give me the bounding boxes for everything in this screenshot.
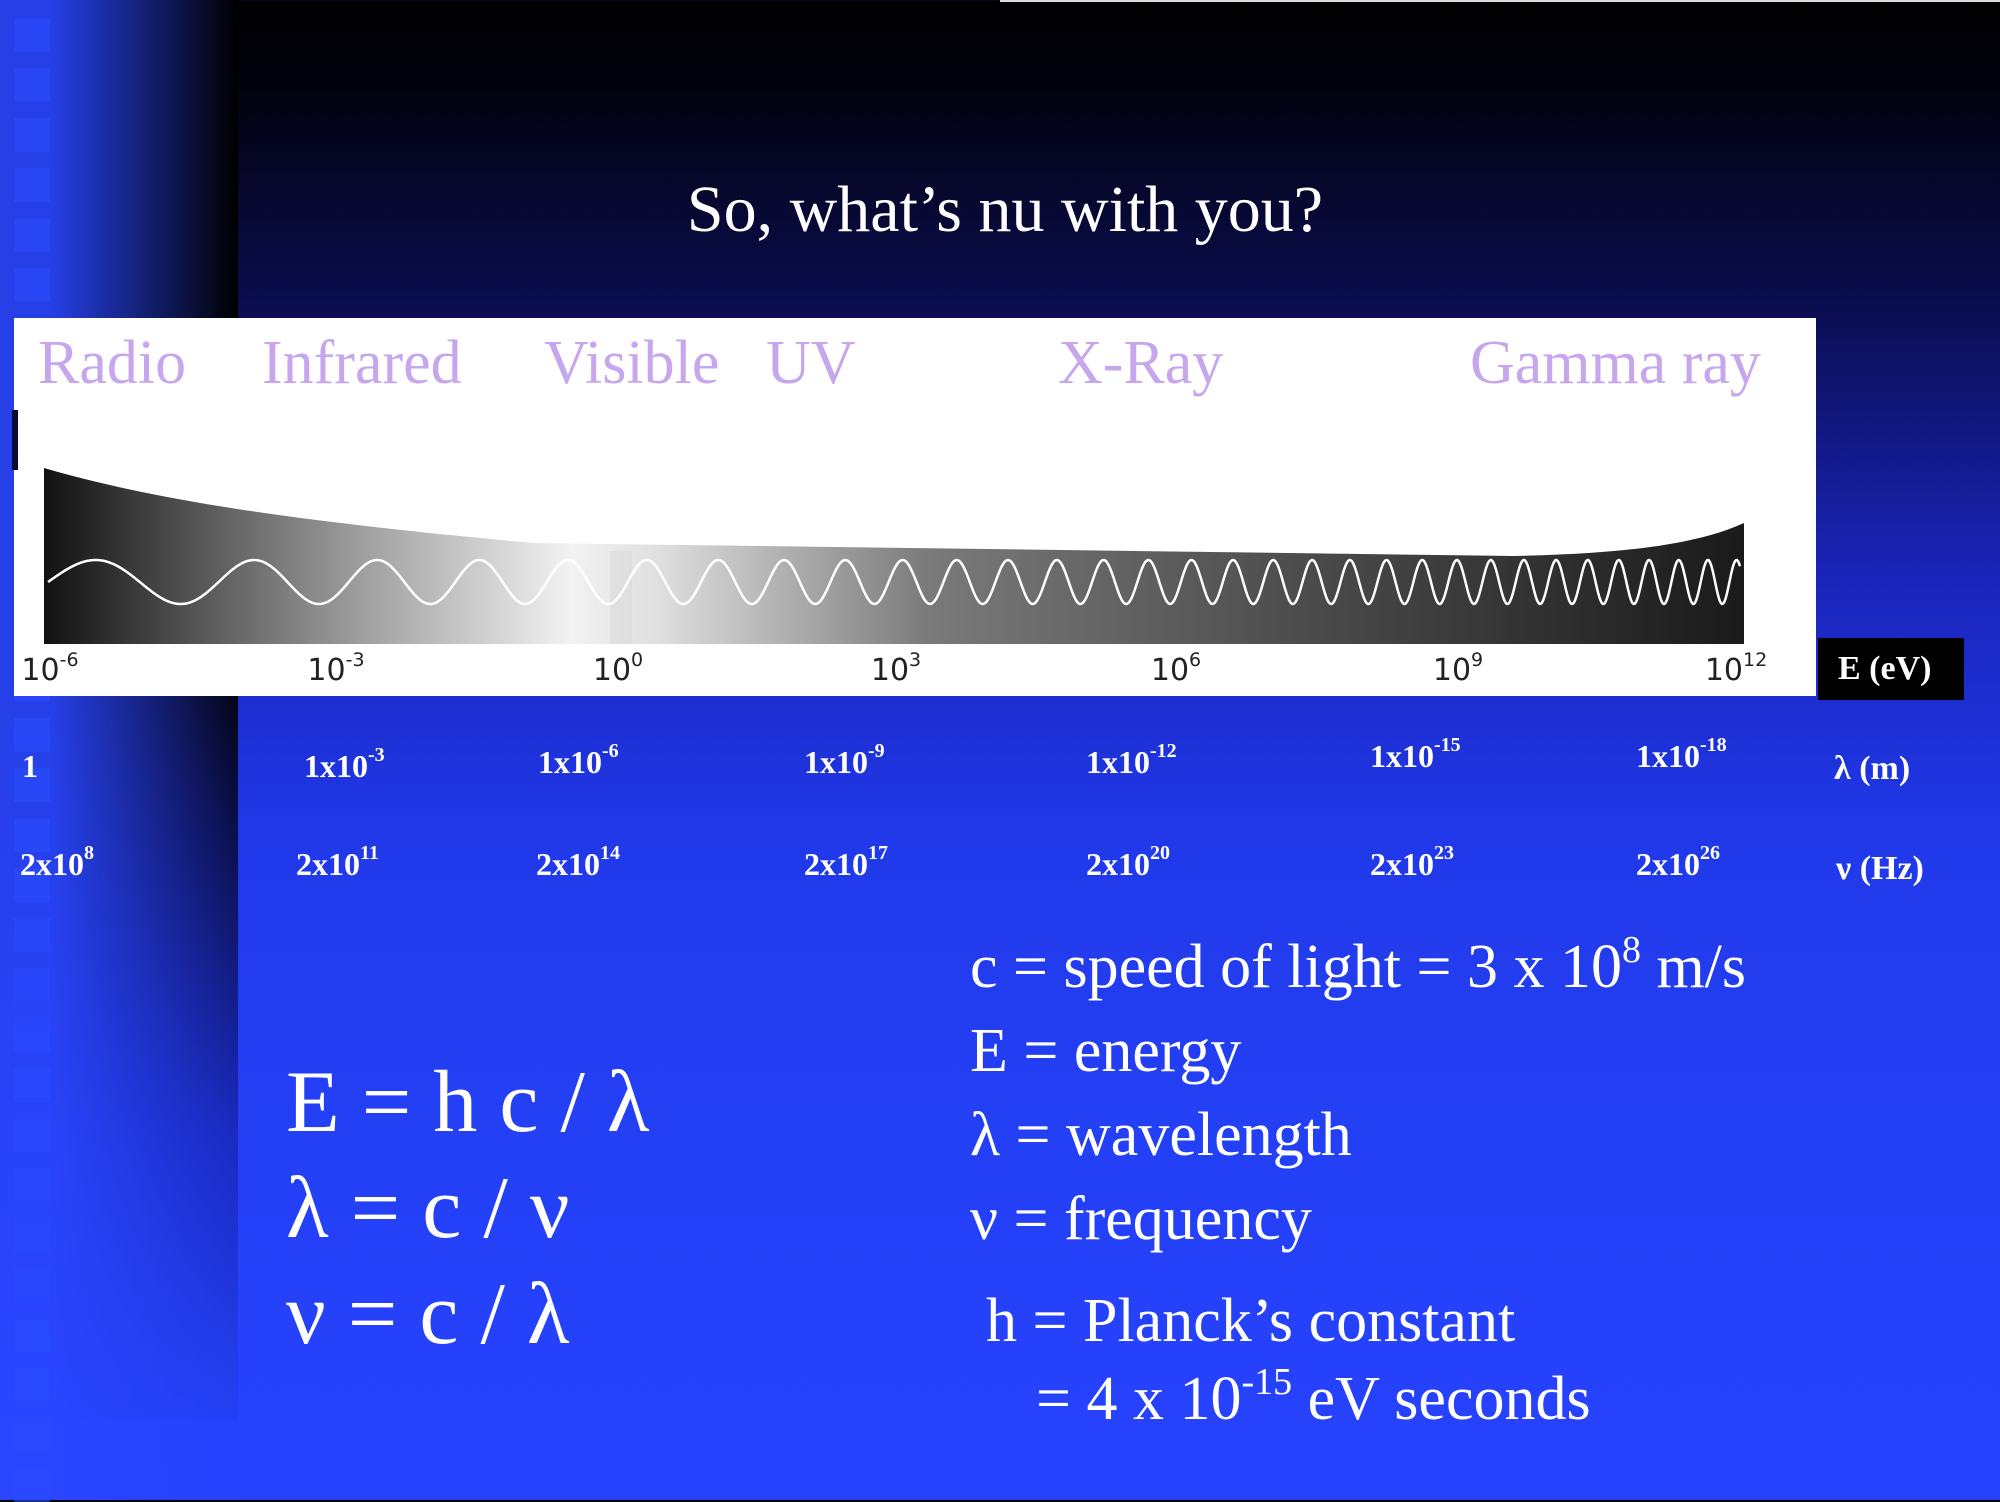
definition-energy: E = energy — [970, 1017, 1242, 1085]
definition-wavelength: λ = wavelength — [970, 1101, 1352, 1169]
decor-square — [14, 1368, 50, 1402]
decor-square — [14, 18, 50, 52]
wavelength-value: 1x10-15 — [1370, 734, 1461, 774]
decor-square — [14, 768, 50, 802]
decor-square — [14, 1418, 50, 1452]
band-label-xray: X-Ray — [1058, 329, 1224, 397]
frequency-value: 2x1011 — [296, 842, 379, 882]
decor-square — [14, 818, 50, 852]
wavelength-value: 1x10-12 — [1086, 740, 1177, 780]
frequency-value: 2x1017 — [804, 842, 888, 882]
wavelength-value: 1x10-6 — [538, 740, 619, 780]
band-label-radio: Radio — [38, 329, 187, 397]
energy-unit-label: E (eV) — [1838, 650, 1932, 687]
decor-square — [14, 1168, 50, 1202]
frequency-value: 2x108 — [20, 842, 94, 882]
band-label-infrared: Infrared — [262, 329, 462, 397]
frequency-unit-label: ν (Hz) — [1836, 850, 1924, 887]
spectrum-wave-graphic — [44, 468, 1744, 644]
wavelength-unit-label: λ (m) — [1834, 750, 1911, 787]
spectrum-wave — [47, 558, 1742, 606]
energy-unit-box — [1818, 638, 1964, 700]
formula-wavelength: λ = c / ν — [286, 1160, 570, 1257]
decor-square — [14, 218, 50, 252]
decor-square — [14, 1318, 50, 1352]
decor-square — [14, 718, 50, 752]
definition-planck: h = Planck’s constant — [986, 1287, 1516, 1355]
definition-frequency: ν = frequency — [970, 1185, 1312, 1253]
definition-planck-value: = 4 x 10-15 eV seconds — [1036, 1361, 1591, 1433]
decor-square — [14, 968, 50, 1002]
energy-tick: 109 — [1432, 649, 1484, 688]
energy-tick: 10-6 — [21, 649, 79, 688]
frequency-value: 2x1023 — [1370, 842, 1454, 882]
decor-square — [14, 1068, 50, 1102]
frequency-value: 2x1014 — [536, 842, 620, 882]
energy-tick: 106 — [1150, 649, 1202, 688]
spectrum-diagram: Radio Infrared Visible UV X-Ray Gamma ra… — [12, 318, 1816, 696]
slide-title: So, what’s nu with you? — [686, 173, 1324, 246]
decor-square — [14, 168, 50, 202]
decor-square — [14, 1118, 50, 1152]
spectrum-band-shape — [44, 468, 1744, 644]
energy-tick: 1012 — [1704, 649, 1768, 688]
wavelength-value: 1 — [22, 748, 38, 784]
decor-square — [14, 1018, 50, 1052]
decor-square — [14, 1468, 50, 1502]
wavelength-value: 1x10-18 — [1636, 734, 1727, 774]
wavelength-value: 1x10-9 — [804, 740, 885, 780]
formula-energy: E = h c / λ — [286, 1054, 650, 1151]
spectrum-notch — [12, 410, 18, 470]
frequency-value: 2x1020 — [1086, 842, 1170, 882]
top-rule-line — [1000, 0, 2000, 2]
decor-square — [14, 118, 50, 152]
energy-tick: 100 — [592, 649, 644, 688]
decor-square — [14, 1218, 50, 1252]
decor-square — [14, 68, 50, 102]
energy-tick: 103 — [870, 649, 922, 688]
band-label-visible: Visible — [544, 329, 720, 397]
decor-square — [14, 1268, 50, 1302]
decor-square — [14, 918, 50, 952]
definition-speed-of-light: c = speed of light = 3 x 108 m/s — [970, 929, 1747, 1001]
band-label-gamma: Gamma ray — [1470, 329, 1761, 397]
wavelength-value: 1x10-3 — [304, 744, 385, 784]
decor-square — [14, 868, 50, 902]
decor-square — [14, 268, 50, 302]
energy-tick: 10-3 — [307, 649, 365, 688]
visible-window — [610, 551, 632, 644]
band-label-uv: UV — [766, 329, 856, 397]
frequency-value: 2x1026 — [1636, 842, 1720, 882]
formula-frequency: ν = c / λ — [286, 1266, 570, 1363]
